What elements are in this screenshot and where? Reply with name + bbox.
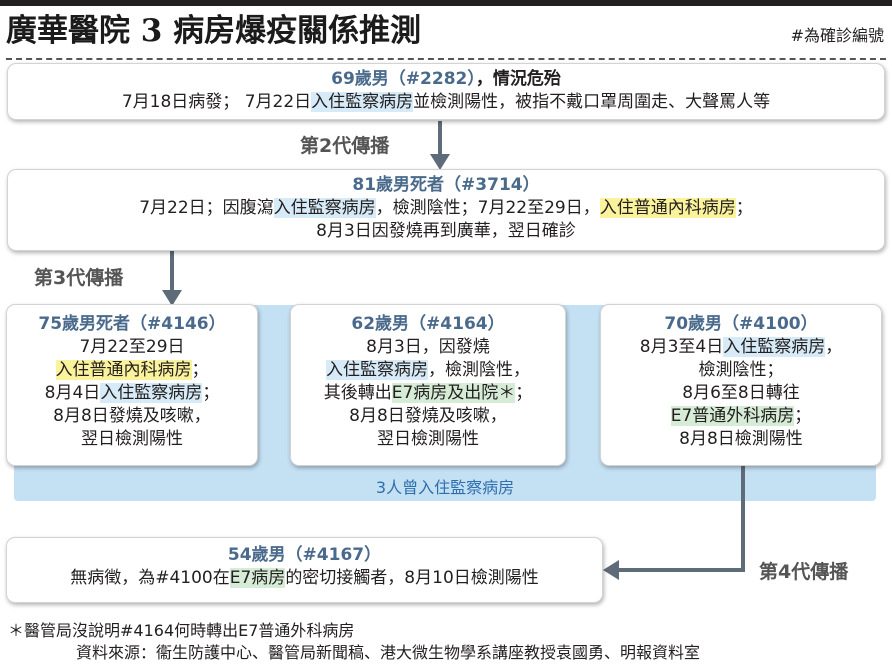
footnote: ＊醫管局沒說明#4164何時轉出E7普通外科病房: [8, 621, 355, 640]
case-text: 檢測陰性；: [698, 360, 784, 380]
case-card-4167: 54歲男（#4167） 無病徵，為#4100在E7病房的密切接觸者，8月10日檢…: [6, 537, 603, 603]
case-text: 8月3至4日: [639, 337, 724, 357]
case-text: ；: [191, 360, 209, 380]
case-text: 翌日檢測陽性: [81, 429, 183, 449]
case-detail: 8月3至4日入住監察病房，: [601, 336, 881, 359]
page-title: 廣華醫院 3 病房爆疫關係推測: [6, 13, 422, 49]
medical-ward-highlight: 入住普通內科病房: [55, 360, 192, 380]
case-text: 7月18日病發； 7月22日: [121, 92, 312, 112]
case-text: ，: [825, 337, 843, 357]
monitor-ward-highlight: 入住監察病房: [311, 92, 414, 112]
case-text: ；: [515, 383, 533, 403]
arrow-gen4-head: [603, 560, 619, 580]
e7-ward-highlight: E7病房: [229, 568, 286, 588]
e7-ward-highlight: E7普通外科病房: [670, 406, 795, 426]
arrow-gen2-head: [430, 154, 450, 170]
case-detail: 入住普通內科病房；: [7, 359, 257, 382]
case-text: ，檢測陰性，: [428, 360, 530, 380]
case-heading: 69歲男（#2282），情況危殆: [8, 68, 884, 91]
case-title: 81歲男死者（#3714）: [352, 175, 540, 195]
case-detail: 8月4日入住監察病房；: [7, 382, 257, 405]
case-text: ；: [735, 198, 753, 218]
case-detail: 入住監察病房，檢測陰性，: [291, 359, 565, 382]
case-text: 8月6至8日轉往: [682, 383, 800, 403]
case-text: 8月8日發燒及咳嗽，: [53, 406, 211, 426]
case-text: 並檢測陽性，被指不戴口罩周圍走、大聲罵人等: [413, 92, 771, 112]
monitor-ward-highlight: 入住監察病房: [723, 337, 826, 357]
case-detail: E7普通外科病房；: [601, 405, 881, 428]
case-card-2282: 69歲男（#2282），情況危殆 7月18日病發； 7月22日入住監察病房並檢測…: [7, 63, 885, 120]
case-text: 8月4日: [44, 383, 101, 403]
case-text: 無病徵，為#4100在: [70, 568, 230, 588]
e7-ward-highlight: E7病房及出院＊: [391, 383, 516, 403]
medical-ward-highlight: 入住普通內科病房: [599, 198, 736, 218]
case-text: 7月22日；因腹瀉: [139, 198, 274, 218]
source-credit: 資料來源：衞生防護中心、醫管局新聞稿、港大微生物學系講座教授袁國勇、明報資料室: [76, 643, 701, 662]
id-legend-note: #為確診編號: [790, 26, 884, 45]
case-text: ；: [202, 383, 220, 403]
case-status: ，情況危殆: [475, 69, 561, 89]
case-detail: 其後轉出E7病房及出院＊；: [291, 382, 565, 405]
case-text: 8月8日檢測陽性: [679, 429, 803, 449]
case-text: 其後轉出: [323, 383, 392, 403]
case-text: 8月8日發燒及咳嗽，: [349, 406, 507, 426]
case-title: 70歲男（#4100）: [664, 314, 818, 334]
case-text: 8月3日，因發燒: [366, 337, 490, 357]
case-card-3714: 81歲男死者（#3714） 7月22日；因腹瀉入住監察病房，檢測陰性；7月22至…: [7, 169, 885, 251]
arrow-gen4: [617, 466, 745, 572]
case-title: 75歲男死者（#4146）: [38, 314, 226, 334]
case-text: ，檢測陰性；7月22至29日，: [375, 198, 600, 218]
monitor-ward-highlight: 入住監察病房: [100, 383, 203, 403]
case-detail: 7月22日；因腹瀉入住監察病房，檢測陰性；7月22至29日，入住普通內科病房；: [8, 197, 884, 220]
case-title: 69歲男（#2282）: [331, 69, 476, 89]
case-text: 翌日檢測陽性: [377, 429, 479, 449]
monitor-ward-band-label: 3人曾入住監察病房: [375, 478, 515, 497]
case-text: 7月22至29日: [79, 337, 185, 357]
case-text: 的密切接觸者，8月10日檢測陽性: [285, 568, 539, 588]
header-divider: [6, 58, 886, 60]
arrow-gen3-head: [162, 290, 182, 306]
case-card-4146: 75歲男死者（#4146） 7月22至29日 入住普通內科病房； 8月4日入住監…: [6, 304, 258, 466]
case-text: ；: [794, 406, 812, 426]
case-title: 54歲男（#4167）: [227, 545, 382, 565]
top-rule: [0, 0, 892, 6]
case-title: 62歲男（#4164）: [351, 314, 505, 334]
case-detail: 7月18日病發； 7月22日入住監察病房並檢測陽性，被指不戴口罩周圍走、大聲罵人…: [8, 91, 884, 114]
case-card-4100: 70歲男（#4100） 8月3至4日入住監察病房， 檢測陰性； 8月6至8日轉往…: [600, 304, 882, 466]
generation-4-label: 第4代傳播: [759, 561, 849, 583]
case-text: 8月3日因發燒再到廣華，翌日確診: [316, 221, 576, 241]
case-card-4164: 62歲男（#4164） 8月3日，因發燒 入住監察病房，檢測陰性， 其後轉出E7…: [290, 304, 566, 466]
monitor-ward-highlight: 入住監察病房: [273, 198, 376, 218]
monitor-ward-highlight: 入住監察病房: [326, 360, 428, 380]
generation-2-label: 第2代傳播: [300, 135, 390, 157]
generation-3-label: 第3代傳播: [34, 267, 124, 289]
case-detail: 無病徵，為#4100在E7病房的密切接觸者，8月10日檢測陽性: [7, 567, 602, 590]
